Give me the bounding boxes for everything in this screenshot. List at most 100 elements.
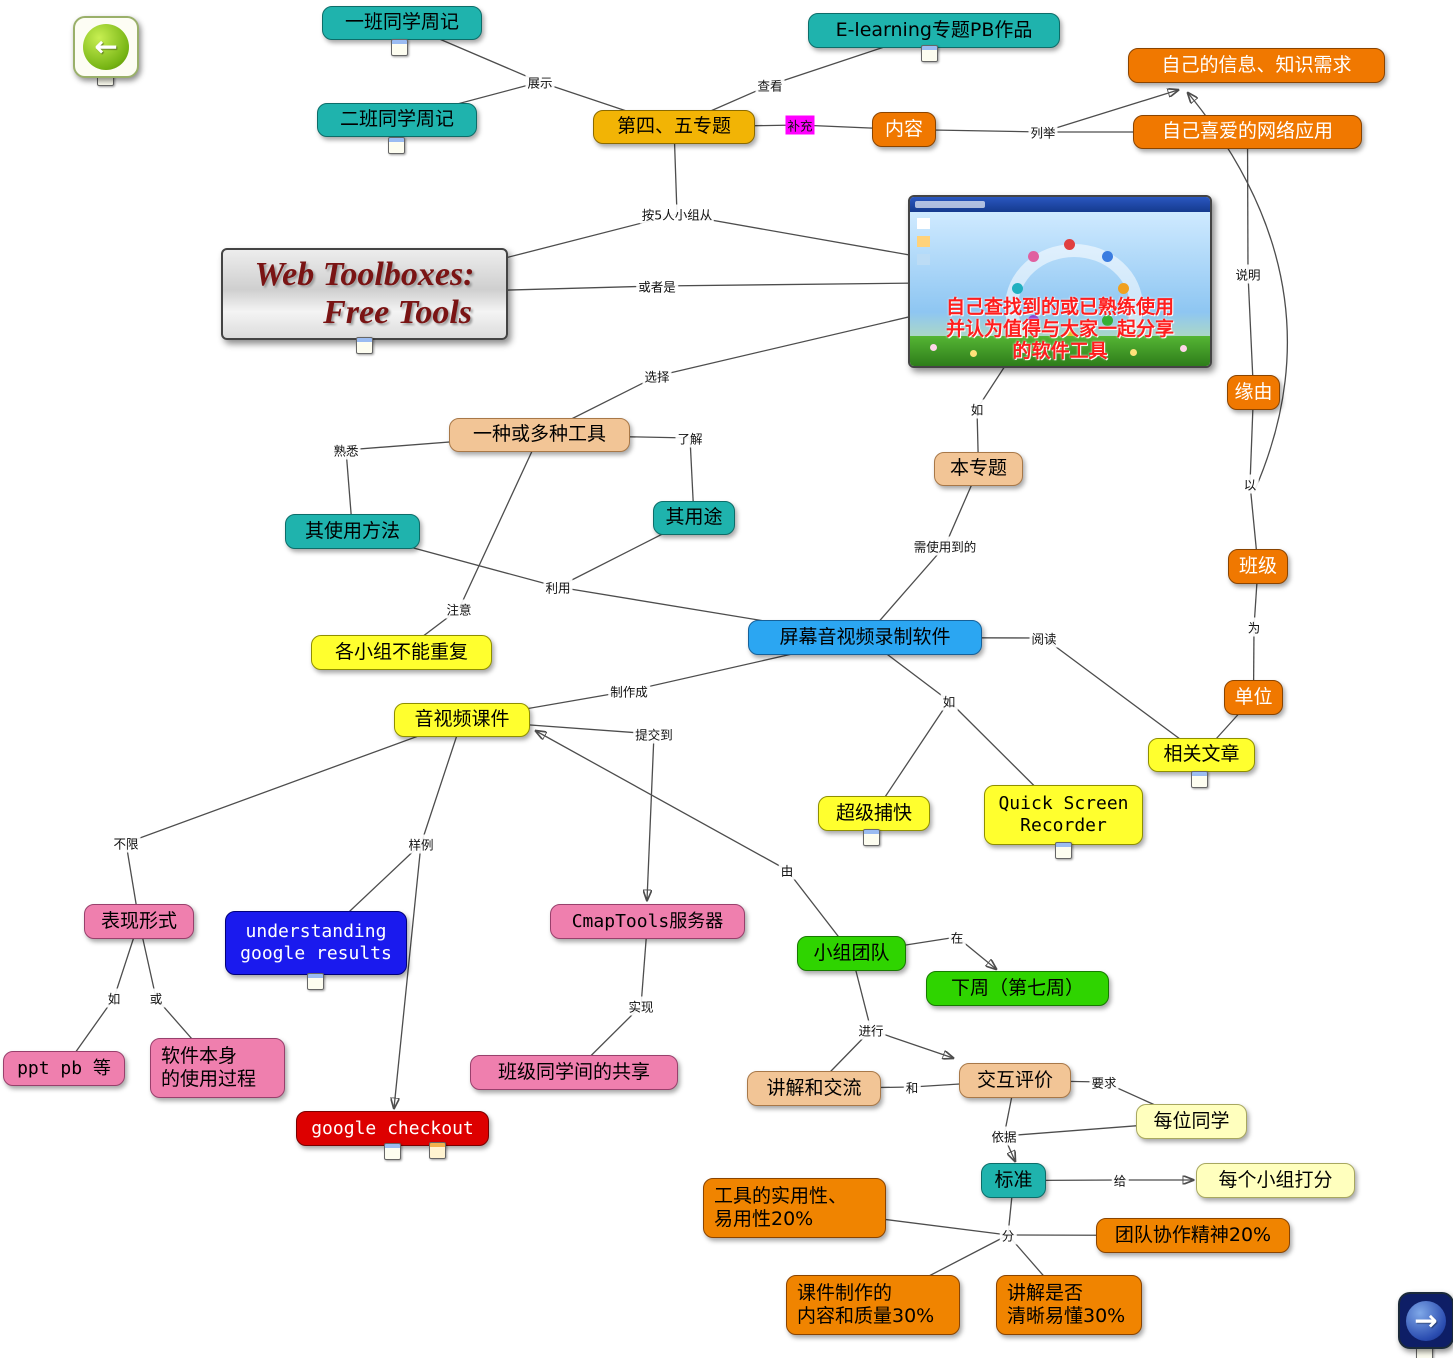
screenshot-caption-line: 自己查找到的或已熟练使用 xyxy=(945,296,1174,318)
concept-node-yuanyou[interactable]: 缘由 xyxy=(1227,375,1280,410)
concept-node-label: 各小组不能重复 xyxy=(334,640,468,663)
concept-node-biaoxian[interactable]: 表现形式 xyxy=(84,904,194,939)
concept-node-articles[interactable]: 相关文章 xyxy=(1148,738,1255,772)
concept-node-use[interactable]: 其用途 xyxy=(653,501,735,535)
concept-node-xiaozu[interactable]: 小组团队 xyxy=(797,936,906,971)
link-phrase-L_liaojie[interactable]: 了解 xyxy=(675,428,705,448)
link-phrase-L_gei[interactable]: 给 xyxy=(1111,1170,1129,1190)
concept-node-label: 第四、五专题 xyxy=(616,115,731,138)
concept-node-crit_clarity[interactable]: 讲解是否清晰易懂30% xyxy=(996,1275,1142,1335)
concept-node-cmapserver[interactable]: CmapTools服务器 xyxy=(550,904,745,939)
link-phrase-L_you[interactable]: 由 xyxy=(778,860,796,880)
web-toolboxes-title-line1: Web Toolboxes: xyxy=(254,256,475,293)
screenshot-caption: 自己查找到的或已熟练使用 并认为值得与大家一起分享 的软件工具 xyxy=(910,296,1210,362)
resource-link-icon[interactable] xyxy=(863,829,880,846)
concept-node-biaozhun[interactable]: 标准 xyxy=(981,1163,1046,1198)
resource-link-icon[interactable] xyxy=(1055,842,1072,859)
concept-node-yiban[interactable]: 一班同学周记 xyxy=(322,6,482,40)
link-phrase-L_zhizuocheng[interactable]: 制作成 xyxy=(608,681,650,701)
screenshot-titlebar xyxy=(910,197,1210,212)
concept-node-class_share[interactable]: 班级同学间的共享 xyxy=(470,1055,678,1090)
concept-node-label: 软件本身 xyxy=(161,1044,238,1067)
link-phrase-L_wei[interactable]: 为 xyxy=(1245,617,1263,637)
link-phrase-L_zhuyi[interactable]: 注意 xyxy=(444,599,474,619)
resource-link-icon[interactable] xyxy=(307,973,324,990)
link-phrase-L_he[interactable]: 和 xyxy=(903,1077,921,1097)
link-phrase-L_tijiaodao[interactable]: 提交到 xyxy=(633,724,675,744)
link-phrase-L_ru3[interactable]: 如 xyxy=(105,988,123,1008)
link-phrase-L_yi[interactable]: 以 xyxy=(1241,474,1259,494)
link-phrase-L_chakan[interactable]: 查看 xyxy=(755,75,785,95)
link-phrase-L_yuedu[interactable]: 阅读 xyxy=(1029,628,1059,648)
resource-link-icon[interactable] xyxy=(388,137,405,154)
concept-node-banji[interactable]: 班级 xyxy=(1228,549,1288,584)
link-phrase-L_zhanshi[interactable]: 展示 xyxy=(525,72,555,92)
resource-link-icon[interactable] xyxy=(1191,771,1208,788)
concept-node-pptpb[interactable]: ppt pb 等 xyxy=(3,1051,125,1086)
concept-node-label: ppt pb 等 xyxy=(17,1057,111,1079)
link-phrase-L_huo[interactable]: 或 xyxy=(147,988,165,1008)
link-phrase-L_fen[interactable]: 分 xyxy=(999,1225,1017,1245)
link-phrase-L_zai[interactable]: 在 xyxy=(948,927,966,947)
concept-node-zhuanti45[interactable]: 第四、五专题 xyxy=(593,110,755,144)
resource-link-icon[interactable] xyxy=(384,1143,401,1160)
concept-node-screenrec[interactable]: 屏幕音视频录制软件 xyxy=(748,620,982,655)
link-phrase-L_jinxing[interactable]: 进行 xyxy=(856,1020,886,1040)
concept-node-label: 自己的信息、知识需求 xyxy=(1161,53,1352,76)
concept-node-benzhuanti[interactable]: 本专题 xyxy=(934,452,1023,486)
concept-node-label: 屏幕音视频录制软件 xyxy=(779,625,951,648)
resource-link-icon[interactable] xyxy=(356,337,373,354)
link-phrase-L_xuyong[interactable]: 需使用到的 xyxy=(911,536,979,556)
resource-link-icon[interactable] xyxy=(921,45,938,62)
concept-node-crit_tool[interactable]: 工具的实用性、易用性20% xyxy=(703,1178,886,1238)
concept-node-software_process[interactable]: 软件本身的使用过程 xyxy=(150,1038,285,1098)
link-phrase-L_shuoming[interactable]: 说明 xyxy=(1233,264,1263,284)
link-phrase-L_an5[interactable]: 按5人小组从 xyxy=(639,204,715,224)
link-phrase-L_yangli[interactable]: 样例 xyxy=(406,834,436,854)
link-phrase-L_yiju[interactable]: 依据 xyxy=(989,1126,1019,1146)
concept-node-huping[interactable]: 交互评价 xyxy=(959,1063,1071,1098)
forward-button[interactable]: → xyxy=(1398,1292,1453,1349)
concept-node-elearning[interactable]: E-learning专题PB作品 xyxy=(808,13,1060,48)
link-phrase-L_shixian[interactable]: 实现 xyxy=(626,996,656,1016)
link-phrase-L_yaoqiu[interactable]: 要求 xyxy=(1089,1072,1119,1092)
link-phrase-L_buxian[interactable]: 不限 xyxy=(111,833,141,853)
concept-node-tools_1n[interactable]: 一种或多种工具 xyxy=(449,418,630,452)
link-phrase-L_ru2[interactable]: 如 xyxy=(940,691,958,711)
resource-link-icon[interactable] xyxy=(429,1142,446,1159)
concept-node-crit_content[interactable]: 课件制作的内容和质量30% xyxy=(786,1275,960,1335)
concept-node-label: 相关文章 xyxy=(1163,743,1240,766)
concept-node-gcheckout[interactable]: google checkout xyxy=(296,1111,489,1146)
back-button[interactable]: ← xyxy=(73,16,139,78)
concept-node-usage[interactable]: 其使用方法 xyxy=(285,514,420,549)
concept-node-meiwei[interactable]: 每位同学 xyxy=(1136,1104,1247,1139)
concept-node-av_courseware[interactable]: 音视频课件 xyxy=(394,703,530,737)
concept-node-label: CmapTools服务器 xyxy=(571,910,724,932)
link-phrase-L_buchong[interactable]: 补充 xyxy=(785,115,815,135)
concept-node-info_needs[interactable]: 自己的信息、知识需求 xyxy=(1128,48,1385,83)
concept-node-danwei[interactable]: 单位 xyxy=(1224,680,1283,715)
screenshot-caption-line: 的软件工具 xyxy=(1012,340,1108,362)
software-screenshot-image-node[interactable]: 自己查找到的或已熟练使用 并认为值得与大家一起分享 的软件工具 xyxy=(908,195,1212,368)
link-phrase-L_liyong[interactable]: 利用 xyxy=(543,577,573,597)
concept-node-dafen[interactable]: 每个小组打分 xyxy=(1196,1163,1355,1198)
link-phrase-L_xuanze[interactable]: 选择 xyxy=(642,366,672,386)
resource-link-icon[interactable] xyxy=(391,39,408,56)
web-toolboxes-image-node[interactable]: Web Toolboxes: Free Tools xyxy=(221,248,508,340)
link-phrase-L_ru1[interactable]: 如 xyxy=(968,399,986,419)
concept-node-chaojibukuai[interactable]: 超级捕快 xyxy=(818,796,930,831)
concept-node-neirong[interactable]: 内容 xyxy=(872,112,936,147)
link-phrase-L_shuxi[interactable]: 熟悉 xyxy=(331,440,361,460)
concept-node-erban[interactable]: 二班同学周记 xyxy=(317,103,477,137)
concept-node-xiazhou[interactable]: 下周（第七周） xyxy=(926,971,1109,1006)
link-phrase-L_huozheshi[interactable]: 或者是 xyxy=(636,276,678,296)
concept-node-jiangjie[interactable]: 讲解和交流 xyxy=(747,1071,881,1106)
screenshot-caption-line: 并认为值得与大家一起分享 xyxy=(945,318,1174,340)
concept-node-norepeat[interactable]: 各小组不能重复 xyxy=(311,635,492,670)
link-phrase-L_lieju[interactable]: 列举 xyxy=(1028,122,1058,142)
concept-node-crit_team[interactable]: 团队协作精神20% xyxy=(1096,1218,1290,1253)
concept-node-fav_apps[interactable]: 自己喜爱的网络应用 xyxy=(1133,115,1362,149)
concept-node-label: 其用途 xyxy=(665,506,723,529)
